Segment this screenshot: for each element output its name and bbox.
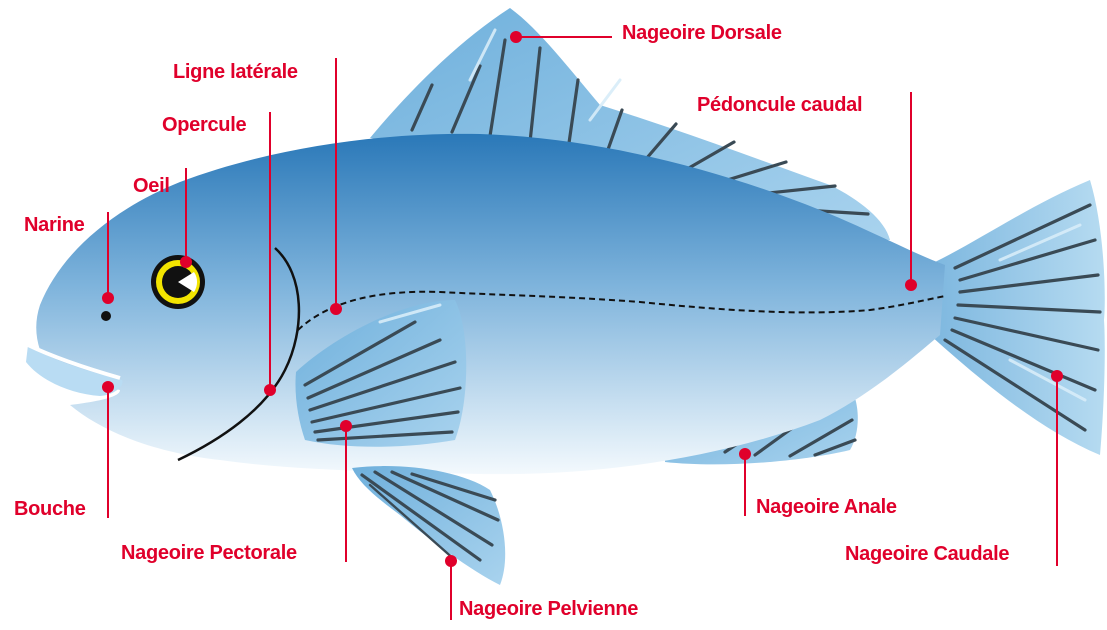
label-eye: Oeil	[133, 175, 170, 197]
label-dorsal-fin: Nageoire Dorsale	[622, 22, 782, 44]
label-caudal-fin: Nageoire Caudale	[845, 543, 1009, 565]
label-nostril: Narine	[24, 214, 85, 236]
nostril-spot	[101, 311, 111, 321]
label-pelvic-fin: Nageoire Pelvienne	[459, 598, 638, 620]
pelvic-fin	[352, 466, 505, 585]
label-operculum: Opercule	[162, 114, 246, 136]
eye-graphic	[151, 255, 205, 309]
caudal-fin	[930, 180, 1105, 455]
label-pectoral-fin: Nageoire Pectorale	[121, 542, 297, 564]
label-lateral-line: Ligne latérale	[173, 61, 298, 83]
label-caudal-peduncle: Pédoncule caudal	[697, 94, 862, 116]
label-anal-fin: Nageoire Anale	[756, 496, 897, 518]
label-mouth: Bouche	[14, 498, 86, 520]
